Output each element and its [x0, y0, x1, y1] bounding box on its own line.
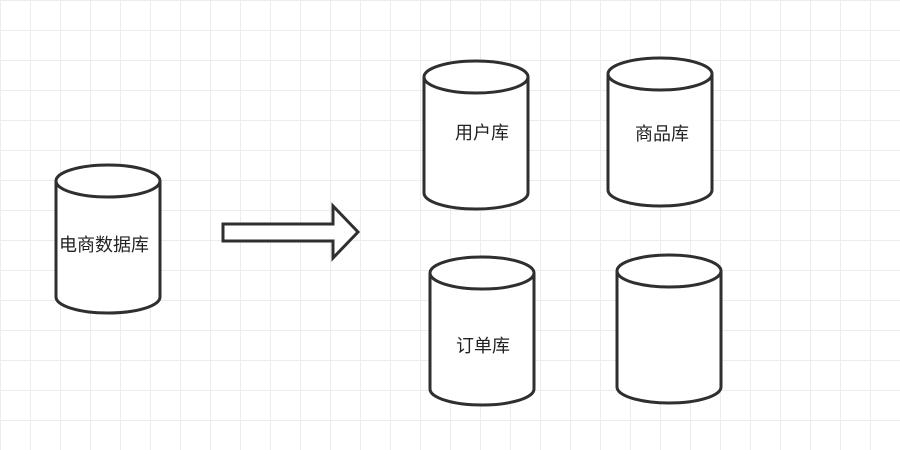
db-cylinder-product[interactable]: 商品库: [606, 56, 714, 208]
db-cylinder-empty[interactable]: [615, 253, 723, 405]
db-label-order: 订单库: [456, 336, 510, 357]
db-cylinder-order[interactable]: 订单库: [428, 255, 536, 407]
db-cylinder-user[interactable]: 用户库: [422, 59, 530, 211]
db-label-product: 商品库: [635, 124, 689, 145]
split-arrow: [221, 202, 361, 262]
db-label-source: 电商数据库: [59, 235, 149, 256]
db-label-user: 用户库: [455, 123, 509, 144]
db-cylinder-source[interactable]: 电商数据库: [54, 163, 162, 315]
